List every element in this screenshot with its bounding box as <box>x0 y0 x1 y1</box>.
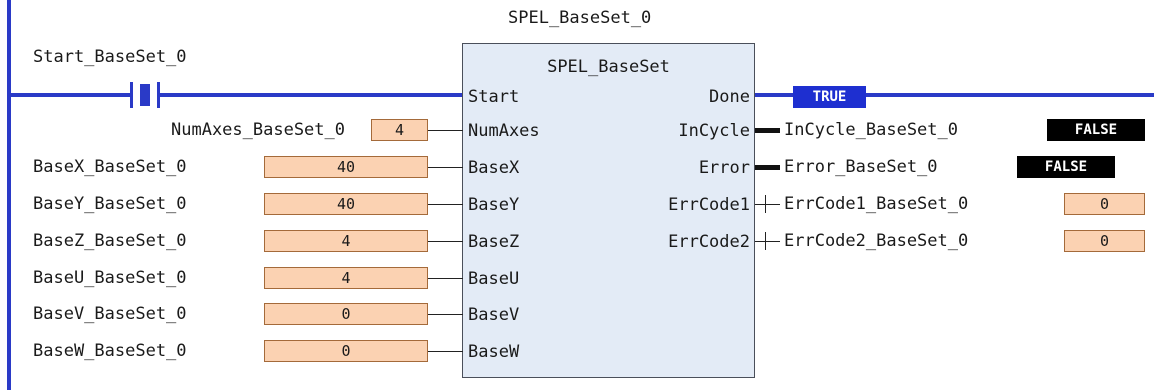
incycle-variable-label[interactable]: InCycle_BaseSet_0 <box>784 120 958 140</box>
basex-wire <box>428 167 463 168</box>
pin-basex: BaseX <box>468 158 520 178</box>
errcode2-value-field[interactable]: 0 <box>1064 230 1145 252</box>
done-wire-left <box>755 93 793 97</box>
pin-error: Error <box>698 158 750 178</box>
left-power-rail <box>7 0 11 390</box>
contact-variable-label[interactable]: Start_BaseSet_0 <box>33 47 187 67</box>
basew-wire <box>428 351 463 352</box>
basev-value-field[interactable]: 0 <box>264 303 428 325</box>
basey-wire <box>428 204 463 205</box>
numaxes-wire <box>428 130 463 131</box>
basew-variable-label[interactable]: BaseW_BaseSet_0 <box>33 341 187 361</box>
pin-basez: BaseZ <box>468 232 520 252</box>
basey-value-field[interactable]: 40 <box>264 193 428 215</box>
function-block[interactable]: SPEL_BaseSet Start Done NumAxes InCycle … <box>462 43 755 378</box>
basew-value-field[interactable]: 0 <box>264 340 428 362</box>
rung-wire-to-start <box>160 93 462 97</box>
errcode1-wire-b <box>765 204 780 205</box>
contact-left-bar <box>130 82 133 108</box>
errcode1-variable-label[interactable]: ErrCode1_BaseSet_0 <box>784 194 969 214</box>
pin-baseu: BaseU <box>468 269 520 289</box>
basez-value-field[interactable]: 4 <box>264 230 428 252</box>
rung-wire-left <box>11 93 130 97</box>
errcode1-value-field[interactable]: 0 <box>1064 193 1145 215</box>
done-wire-right <box>866 93 1154 97</box>
errcode2-wire-a <box>755 241 765 242</box>
errcode2-variable-label[interactable]: ErrCode2_BaseSet_0 <box>784 231 969 251</box>
baseu-value-field[interactable]: 4 <box>264 267 428 289</box>
function-block-type: SPEL_BaseSet <box>547 57 670 77</box>
baseu-wire <box>428 278 463 279</box>
errcode1-wire-a <box>755 204 765 205</box>
pin-incycle: InCycle <box>678 121 750 141</box>
basey-variable-label[interactable]: BaseY_BaseSet_0 <box>33 194 187 214</box>
incycle-wire <box>755 128 780 133</box>
pin-errcode2: ErrCode2 <box>668 232 750 252</box>
basez-variable-label[interactable]: BaseZ_BaseSet_0 <box>33 231 187 251</box>
done-value-badge[interactable]: TRUE <box>793 86 866 108</box>
numaxes-value-field[interactable]: 4 <box>371 119 428 141</box>
basev-wire <box>428 314 463 315</box>
numaxes-variable-label[interactable]: NumAxes_BaseSet_0 <box>171 120 345 140</box>
error-value-badge[interactable]: FALSE <box>1017 156 1115 178</box>
basev-variable-label[interactable]: BaseV_BaseSet_0 <box>33 304 187 324</box>
pin-numaxes: NumAxes <box>468 121 540 141</box>
pin-basey: BaseY <box>468 195 520 215</box>
baseu-variable-label[interactable]: BaseU_BaseSet_0 <box>33 268 187 288</box>
pin-start: Start <box>468 87 520 107</box>
errcode2-wire-b <box>765 241 780 242</box>
basex-value-field[interactable]: 40 <box>264 156 428 178</box>
pin-errcode1: ErrCode1 <box>668 195 750 215</box>
contact-right-bar <box>157 82 160 108</box>
pin-basew: BaseW <box>468 342 520 362</box>
instance-name-label[interactable]: SPEL_BaseSet_0 <box>508 8 652 28</box>
contact-energized-fill <box>140 84 150 106</box>
incycle-value-badge[interactable]: FALSE <box>1047 119 1145 141</box>
basex-variable-label[interactable]: BaseX_BaseSet_0 <box>33 157 187 177</box>
error-variable-label[interactable]: Error_BaseSet_0 <box>784 157 938 177</box>
pin-done: Done <box>709 87 750 107</box>
basez-wire <box>428 241 463 242</box>
error-wire <box>755 165 780 170</box>
pin-basev: BaseV <box>468 305 520 325</box>
